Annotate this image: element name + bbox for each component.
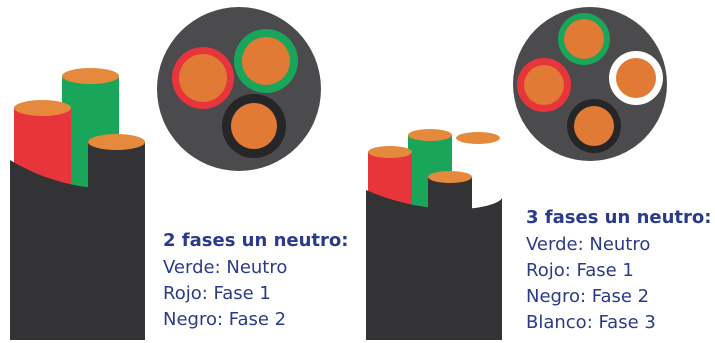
cross-section-3-phases xyxy=(513,7,667,161)
legend-line-red: Rojo: Fase 1 xyxy=(526,260,634,281)
legend-line-white: Blanco: Fase 3 xyxy=(526,312,656,333)
legend-line-red: Rojo: Fase 1 xyxy=(163,283,271,304)
cable-sheath-3 xyxy=(366,190,502,340)
legend-line-black: Negro: Fase 2 xyxy=(526,286,650,307)
legend-2-phases: 2 fases un neutro: Verde: Neutro Rojo: F… xyxy=(163,228,348,333)
cable-3-phases xyxy=(366,129,502,340)
legend-line-black: Negro: Fase 2 xyxy=(163,309,287,330)
legend-line-green: Verde: Neutro xyxy=(163,257,288,278)
legend-title: 2 fases un neutro: xyxy=(163,230,349,251)
cross-section-2-phases xyxy=(157,7,321,171)
legend-line-green: Verde: Neutro xyxy=(526,234,651,255)
cable-sheath xyxy=(10,160,145,340)
legend-3-phases: 3 fases un neutro: Verde: Neutro Rojo: F… xyxy=(526,205,711,336)
legend-title: 3 fases un neutro: xyxy=(526,207,712,228)
cable-2-phases xyxy=(10,68,145,340)
